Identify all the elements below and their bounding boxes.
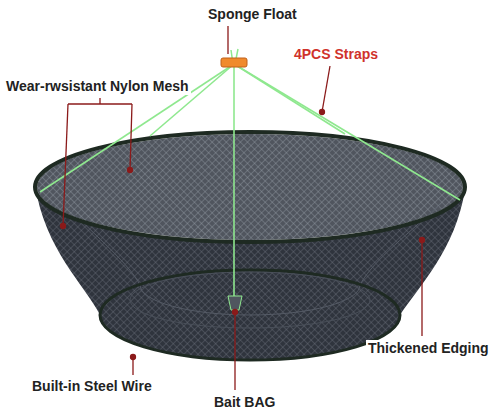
bait-bag xyxy=(228,296,242,310)
steel-wire-ring xyxy=(100,270,400,360)
part-label: Thickened Edging xyxy=(366,340,491,357)
part-label: Bait BAG xyxy=(212,394,277,411)
straps xyxy=(40,64,460,298)
sponge-float xyxy=(221,58,247,67)
part-label: 4PCS Straps xyxy=(292,46,380,63)
net-inner-ring xyxy=(130,272,370,328)
part-label: Wear-rwsistant Nylon Mesh xyxy=(4,78,191,95)
net-interior xyxy=(37,134,463,240)
net-fold xyxy=(60,200,440,315)
part-label: Built-in Steel Wire xyxy=(30,378,154,395)
thickened-edging-ring xyxy=(35,132,465,242)
part-label: Sponge Float xyxy=(206,6,299,23)
